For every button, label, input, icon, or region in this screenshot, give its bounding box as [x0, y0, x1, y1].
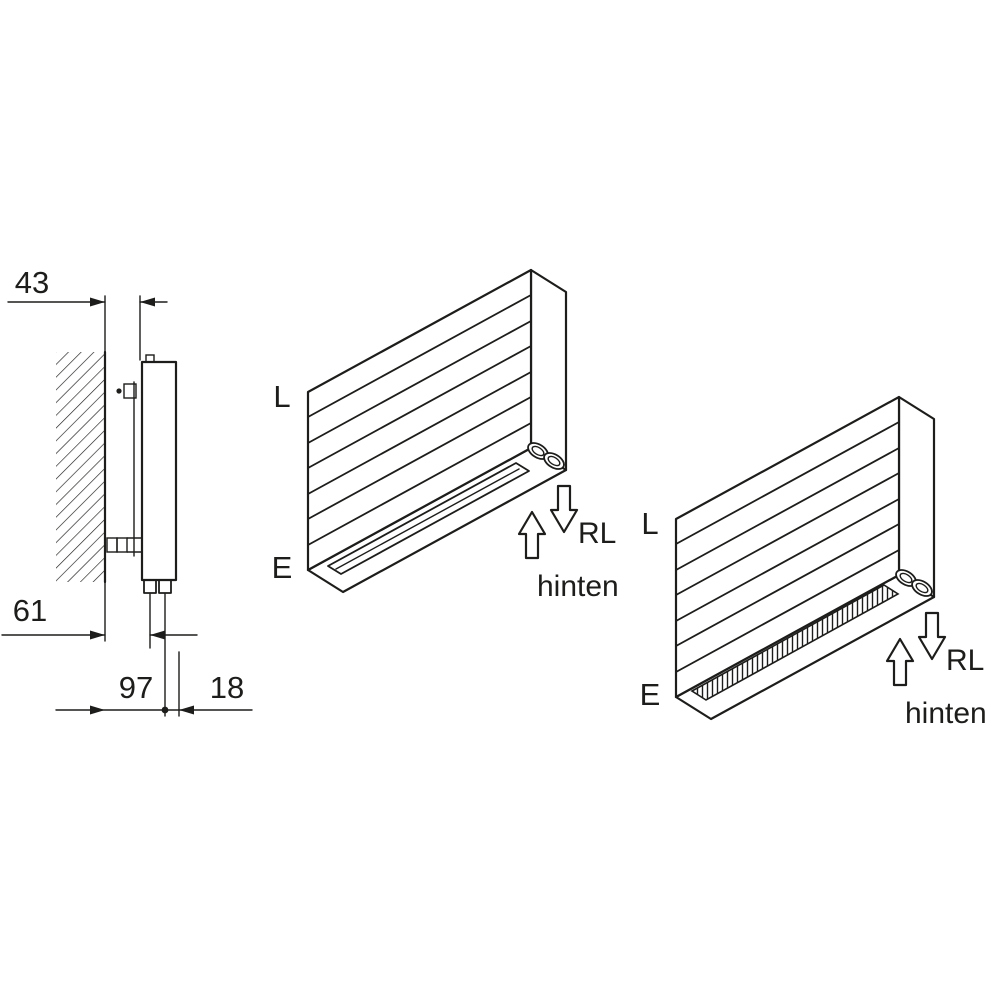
connection-ports	[527, 442, 565, 470]
mounting-bracket	[106, 381, 143, 557]
radiator-panel	[140, 354, 178, 582]
bottom-slot	[327, 462, 530, 575]
pipe-stubs	[143, 579, 172, 594]
iso-view-top: L E RL hinten	[272, 268, 619, 603]
label-hinten-bottom: hinten	[905, 697, 987, 730]
iso-view-bottom: L E RL hinten	[640, 395, 987, 730]
down-arrow-icon	[549, 484, 579, 534]
dim-61-label: 61	[13, 593, 47, 628]
slat-lines	[307, 294, 532, 546]
label-E-bottom: E	[640, 677, 661, 712]
wall-hatch	[56, 350, 107, 584]
dimension-wall-to-back: 43	[7, 265, 168, 361]
dim-43-label: 43	[15, 265, 49, 300]
radiator-body-2	[674, 395, 936, 721]
dimension-bottom-row: 97 18	[55, 593, 253, 717]
label-hinten-top: hinten	[537, 570, 619, 603]
slat-lines-2	[675, 421, 900, 673]
direction-arrows-bottom: RL hinten	[885, 611, 987, 730]
connection-ports-2	[895, 569, 933, 597]
label-L-bottom: L	[641, 506, 658, 541]
up-arrow-icon	[885, 637, 915, 687]
up-arrow-icon	[517, 510, 547, 560]
label-L-top: L	[273, 379, 290, 414]
label-E-top: E	[272, 550, 293, 585]
side-view: 43 61 97 18	[1, 265, 253, 717]
direction-arrows-top: RL hinten	[517, 484, 619, 603]
dim-97-label: 97	[119, 670, 153, 705]
label-RL-top: RL	[578, 517, 616, 550]
dimension-wall-to-pipe: 61	[1, 581, 198, 649]
dim-18-label: 18	[210, 670, 244, 705]
label-RL-bottom: RL	[946, 644, 984, 677]
down-arrow-icon	[917, 611, 947, 661]
convector-grille	[690, 584, 900, 701]
